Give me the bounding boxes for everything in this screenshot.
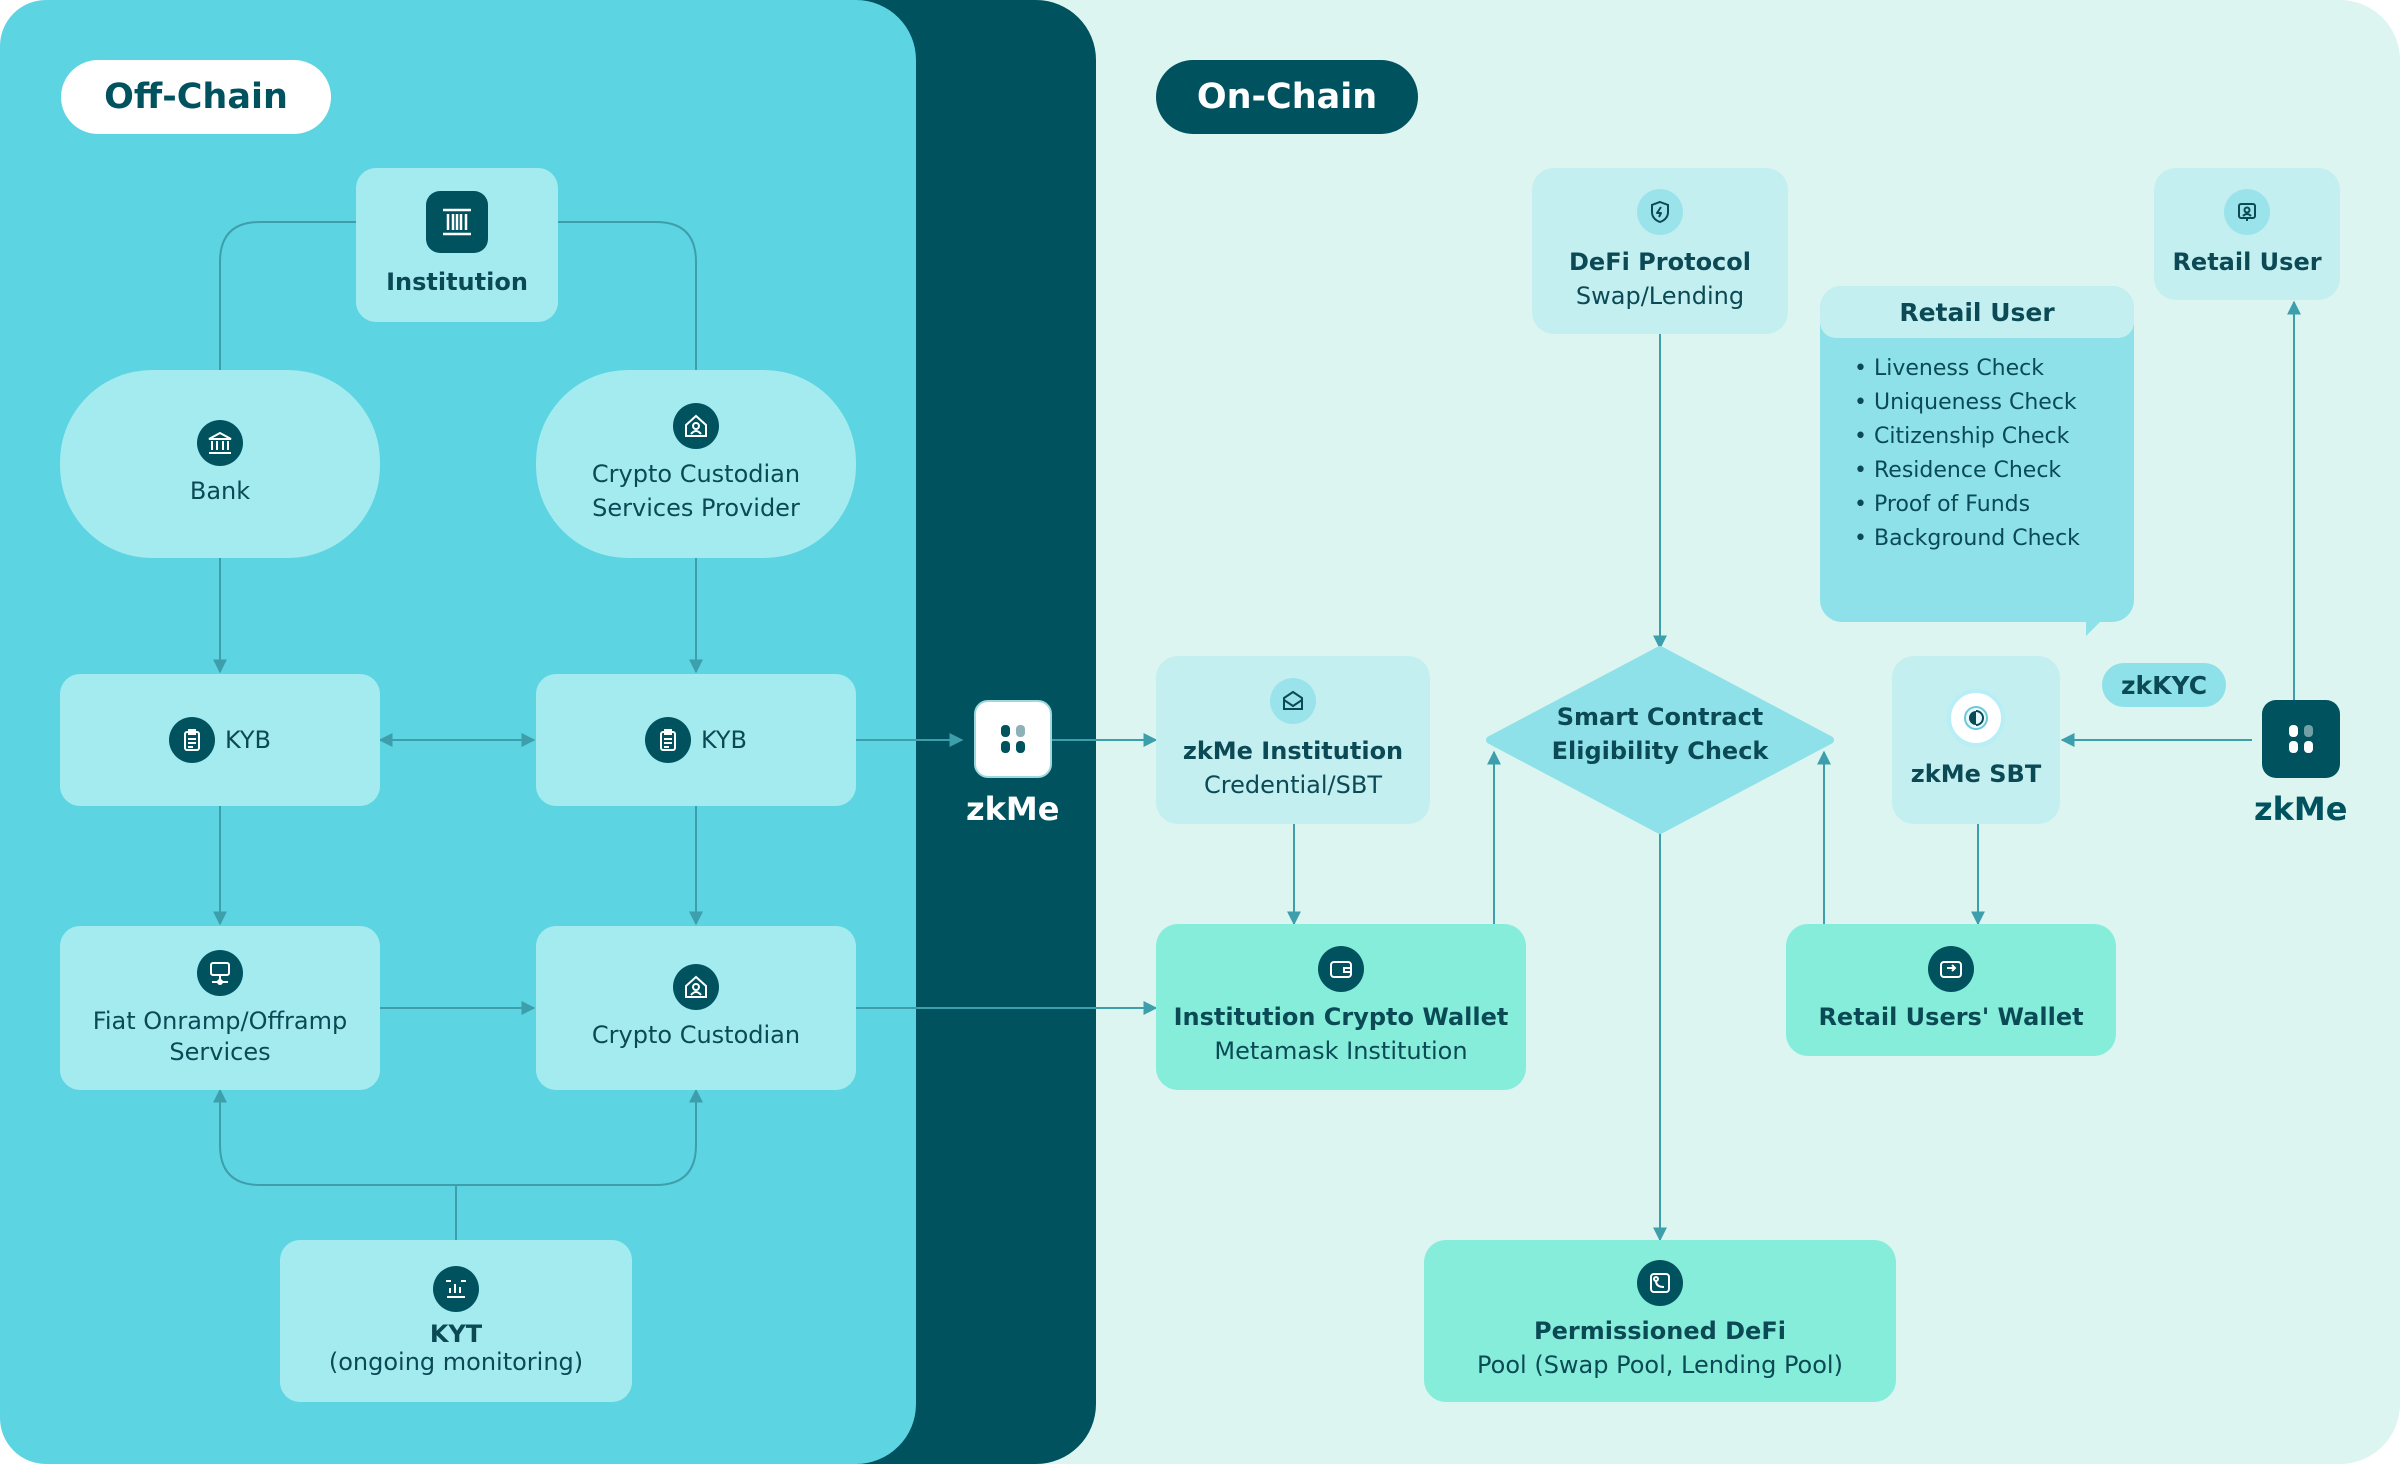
clipboard-list-icon	[168, 717, 215, 763]
custodian-provider-label-2: Services Provider	[592, 494, 800, 522]
callout-tail	[2086, 614, 2108, 636]
building-columns-icon	[426, 191, 488, 253]
list-item: Uniqueness Check	[1854, 386, 2134, 420]
wallet-icon	[1318, 946, 1364, 992]
on-chain-pill: On-Chain	[1156, 60, 1418, 134]
checks-list: Liveness Check Uniqueness Check Citizens…	[1820, 338, 2134, 556]
kyt-title: KYT	[429, 1320, 483, 1348]
institution-wallet-title: Institution Crypto Wallet	[1173, 1003, 1509, 1031]
smart-contract-label-2: Eligibility Check	[1551, 737, 1769, 765]
house-user-icon	[673, 964, 719, 1010]
callout-title: Retail User	[1820, 286, 2134, 338]
kyb-left-label: KYB	[224, 726, 271, 754]
custodian-provider-label-1: Crypto Custodian	[591, 460, 801, 488]
smart-contract-diamond	[1486, 646, 1834, 834]
fiat-services-node: Fiat Onramp/Offramp Services	[60, 926, 380, 1090]
retail-wallet-node: Retail Users' Wallet	[1786, 924, 2116, 1056]
defi-protocol-node: DeFi Protocol Swap/Lending	[1532, 168, 1788, 334]
retail-user-checks-callout: Retail User Liveness Check Uniqueness Ch…	[1820, 286, 2134, 622]
crypto-custodian-label: Crypto Custodian	[591, 1021, 801, 1049]
retail-user-node: Retail User	[2154, 168, 2340, 300]
token-badge-icon	[1947, 689, 2005, 747]
permissioned-defi-title: Permissioned DeFi	[1534, 1317, 1786, 1345]
house-user-icon	[673, 403, 719, 449]
zkme-label-right: zkMe	[2254, 790, 2348, 828]
kyt-subtitle: (ongoing monitoring)	[328, 1348, 584, 1376]
zkkyc-badge: zkKYC	[2102, 663, 2226, 707]
custodian-provider-node: Crypto Custodian Services Provider	[536, 370, 856, 558]
defi-protocol-subtitle: Swap/Lending	[1575, 282, 1745, 310]
retail-wallet-label: Retail Users' Wallet	[1818, 1003, 2084, 1031]
zkme-sbt-label: zkMe SBT	[1910, 760, 2042, 788]
fiat-services-label-1: Fiat Onramp/Offramp	[92, 1007, 348, 1035]
institution-wallet-subtitle: Metamask Institution	[1214, 1037, 1468, 1065]
chart-scan-icon	[433, 1266, 479, 1312]
bank-label: Bank	[189, 477, 251, 505]
zkme-label-middle: zkMe	[966, 790, 1060, 828]
institution-wallet-node: Institution Crypto Wallet Metamask Insti…	[1156, 924, 1526, 1090]
smart-contract-label: Smart Contract Eligibility Check	[1500, 700, 1820, 768]
zkme-logo-icon	[973, 700, 1052, 778]
zkme-institution-subtitle: Credential/SBT	[1204, 771, 1382, 799]
crypto-custodian-node: Crypto Custodian	[536, 926, 856, 1090]
kyb-right-node: KYB	[536, 674, 856, 806]
list-item: Proof of Funds	[1854, 488, 2134, 522]
off-chain-pill: Off-Chain	[61, 60, 331, 134]
zkme-institution-title: zkMe Institution	[1182, 737, 1404, 765]
envelope-icon	[1270, 678, 1316, 724]
bank-node: Bank	[60, 370, 380, 558]
smart-contract-label-1: Smart Contract	[1556, 703, 1764, 731]
fiat-services-label-2: Services	[169, 1038, 271, 1066]
defi-protocol-title: DeFi Protocol	[1569, 248, 1751, 276]
monitor-network-icon	[197, 950, 243, 996]
zkme-logo-icon	[2261, 700, 2340, 778]
kyb-right-label: KYB	[700, 726, 747, 754]
zkme-logo-right: zkMe	[2254, 700, 2347, 828]
shield-bolt-icon	[1637, 189, 1683, 235]
kyb-left-node: KYB	[60, 674, 380, 806]
permissioned-defi-subtitle: Pool (Swap Pool, Lending Pool)	[1477, 1351, 1843, 1379]
list-item: Citizenship Check	[1854, 420, 2134, 454]
institution-label: Institution	[386, 268, 528, 296]
retail-user-label: Retail User	[2172, 248, 2322, 276]
connector-kyt-custodian	[456, 1088, 703, 1186]
wallet-exchange-icon	[1928, 946, 1974, 992]
connector-institution-bank	[219, 221, 356, 370]
clipboard-list-icon	[644, 717, 691, 763]
route-card-icon	[1637, 1260, 1683, 1306]
kyt-node: KYT (ongoing monitoring)	[280, 1240, 632, 1402]
zkme-sbt-node: zkMe SBT	[1892, 656, 2060, 824]
permissioned-defi-node: Permissioned DeFi Pool (Swap Pool, Lendi…	[1424, 1240, 1896, 1402]
list-item: Residence Check	[1854, 454, 2134, 488]
connector-institution-custodian	[558, 221, 697, 370]
user-badge-icon	[2224, 189, 2270, 235]
connector-kyt-fiat	[213, 1088, 457, 1240]
list-item: Background Check	[1854, 522, 2134, 556]
list-item: Liveness Check	[1854, 352, 2134, 386]
zkme-logo-middle: zkMe	[966, 700, 1059, 828]
institution-node: Institution	[356, 168, 558, 322]
bank-icon	[197, 420, 243, 466]
zkme-institution-node: zkMe Institution Credential/SBT	[1156, 656, 1430, 824]
